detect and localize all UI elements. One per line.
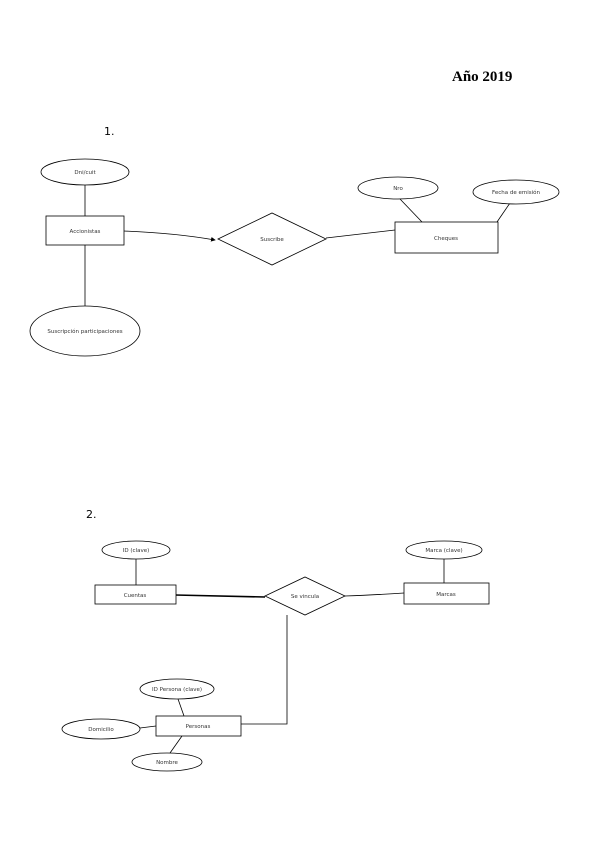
connector-suscribe-cheques xyxy=(325,229,396,239)
svg-text:Suscripción participaciones: Suscripción participaciones xyxy=(47,328,122,335)
svg-text:Accionistas: Accionistas xyxy=(70,229,101,235)
connector-personas-sevincula xyxy=(241,615,288,725)
connector-accionistas-suscribe xyxy=(123,230,216,242)
svg-text:Nombre: Nombre xyxy=(156,760,178,766)
connector-idpersona-personas xyxy=(177,698,185,717)
attribute-fecha-emision: Fecha de emisión xyxy=(472,179,560,205)
entity-marcas: Marcas xyxy=(403,582,490,605)
connector-nombre-personas xyxy=(169,735,183,754)
attribute-domicilio: Domicilio xyxy=(61,718,141,740)
diagram-2: ID (clave) Cuentas Se vincula Marca (cla… xyxy=(61,540,490,772)
entity-personas: Personas xyxy=(155,715,242,737)
section-number-2: 2. xyxy=(86,508,97,521)
entity-cheques: Cheques xyxy=(394,221,499,254)
connector-sevincula-marcas xyxy=(344,592,405,597)
attribute-nro: Nro xyxy=(357,176,439,200)
svg-text:Dni/cuit: Dni/cuit xyxy=(74,170,96,176)
relationship-se-vincula: Se vincula xyxy=(264,576,346,616)
connector-domicilio-personas xyxy=(139,725,157,729)
attribute-id-clave: ID (clave) xyxy=(101,540,171,560)
svg-text:Se vincula: Se vincula xyxy=(291,594,319,600)
svg-text:Cheques: Cheques xyxy=(434,236,458,242)
attribute-marca-clave: Marca (clave) xyxy=(405,540,483,560)
attribute-suscripcion-participaciones: Suscripción participaciones xyxy=(29,305,141,357)
svg-text:ID Persona (clave): ID Persona (clave) xyxy=(152,687,202,693)
section-number-1: 1. xyxy=(104,125,115,138)
connector-nro-cheques xyxy=(399,198,423,223)
connector-fecha-cheques xyxy=(496,202,511,223)
svg-text:Domicilio: Domicilio xyxy=(88,727,114,733)
attribute-id-persona-clave: ID Persona (clave) xyxy=(139,678,215,700)
svg-text:Marca (clave): Marca (clave) xyxy=(425,548,462,554)
svg-text:Nro: Nro xyxy=(393,186,403,192)
attribute-nombre: Nombre xyxy=(131,752,203,772)
relationship-suscribe: Suscribe xyxy=(217,212,327,266)
attribute-dni-cuit: Dni/cuit xyxy=(40,158,130,186)
svg-text:ID (clave): ID (clave) xyxy=(123,548,149,554)
svg-text:Suscribe: Suscribe xyxy=(260,237,284,243)
year-heading: Año 2019 xyxy=(452,69,513,85)
svg-text:Personas: Personas xyxy=(186,724,211,730)
entity-accionistas: Accionistas xyxy=(45,215,125,246)
svg-text:Cuentas: Cuentas xyxy=(124,593,147,599)
svg-text:Marcas: Marcas xyxy=(436,592,456,598)
entity-cuentas: Cuentas xyxy=(94,584,177,605)
diagram-1: Dni/cuit Accionistas Suscripción partici… xyxy=(29,158,560,357)
connector-cuentas-sevincula xyxy=(174,594,266,598)
svg-text:Fecha de emisión: Fecha de emisión xyxy=(492,189,541,196)
